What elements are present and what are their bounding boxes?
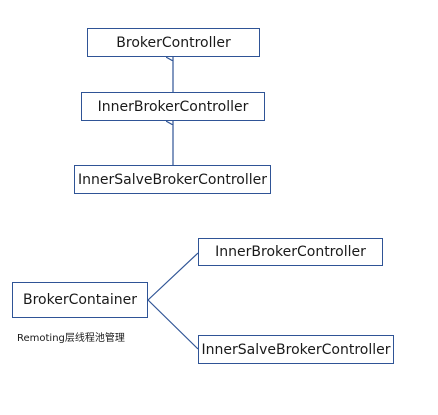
container-inner-salve-broker-controller-box: InnerSalveBrokerController [198, 335, 394, 364]
container-inner-broker-controller-label: InnerBrokerController [215, 244, 366, 260]
inner-broker-controller-label: InnerBrokerController [97, 98, 249, 115]
container-inner-salve-broker-controller-label: InnerSalveBrokerController [201, 341, 391, 358]
branch-line-top [147, 252, 199, 301]
branch-line-bottom [147, 299, 199, 350]
broker-controller-label: BrokerController [116, 34, 231, 51]
broker-controller-box: BrokerController [87, 28, 260, 57]
container-inner-broker-controller-box: InnerBrokerController [198, 238, 383, 266]
remoting-thread-pool-note: Remoting层线程池管理 [17, 333, 125, 344]
broker-container-label: BrokerContainer [22, 292, 137, 308]
inner-salve-broker-controller-label: InnerSalveBrokerController [78, 171, 267, 188]
broker-container-box: BrokerContainer [12, 282, 148, 318]
inner-broker-controller-box: InnerBrokerController [81, 92, 265, 121]
inner-salve-broker-controller-box: InnerSalveBrokerController [74, 165, 271, 194]
